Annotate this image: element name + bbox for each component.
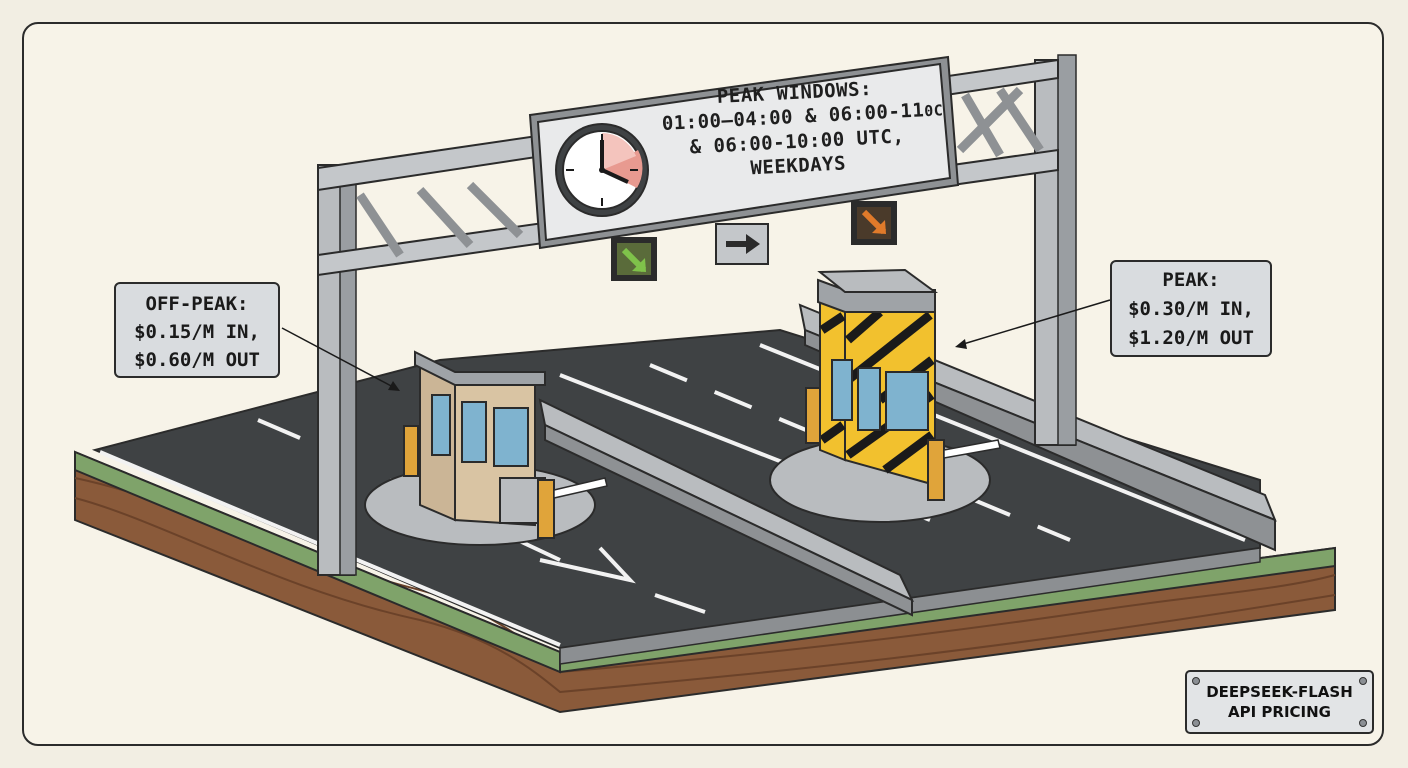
off-peak-callout: OFF-PEAK: $0.15/M IN, $0.60/M OUT bbox=[114, 282, 280, 378]
peak-windows-sign-text: PEAK WINDOWS: 01:00–04:00 & 06:00-110C &… bbox=[660, 74, 943, 185]
product-plaque: DEEPSEEK-FLASH API PRICING bbox=[1185, 670, 1374, 734]
plaque-subtitle: API PRICING bbox=[1228, 703, 1331, 721]
peak-callout: PEAK: $0.30/M IN, $1.20/M OUT bbox=[1110, 260, 1272, 357]
callout-leaders bbox=[281, 299, 1111, 391]
peak-input-price: $0.30/M IN, bbox=[1128, 298, 1254, 320]
screw-icon bbox=[1192, 677, 1200, 685]
off-peak-output-price: $0.60/M OUT bbox=[134, 349, 260, 371]
clock-icon bbox=[555, 123, 649, 217]
lane-arrow-signals bbox=[611, 201, 897, 281]
screw-icon bbox=[1192, 719, 1200, 727]
screw-icon bbox=[1359, 719, 1367, 727]
off-peak-title: OFF-PEAK: bbox=[145, 293, 249, 315]
peak-output-price: $1.20/M OUT bbox=[1128, 327, 1254, 349]
peak-booth bbox=[769, 268, 1001, 523]
peak-title: PEAK: bbox=[1162, 269, 1220, 291]
plaque-product-name: DEEPSEEK-FLASH bbox=[1206, 683, 1353, 701]
screw-icon bbox=[1359, 677, 1367, 685]
off-peak-booth bbox=[364, 350, 608, 546]
off-peak-input-price: $0.15/M IN, bbox=[134, 321, 260, 343]
